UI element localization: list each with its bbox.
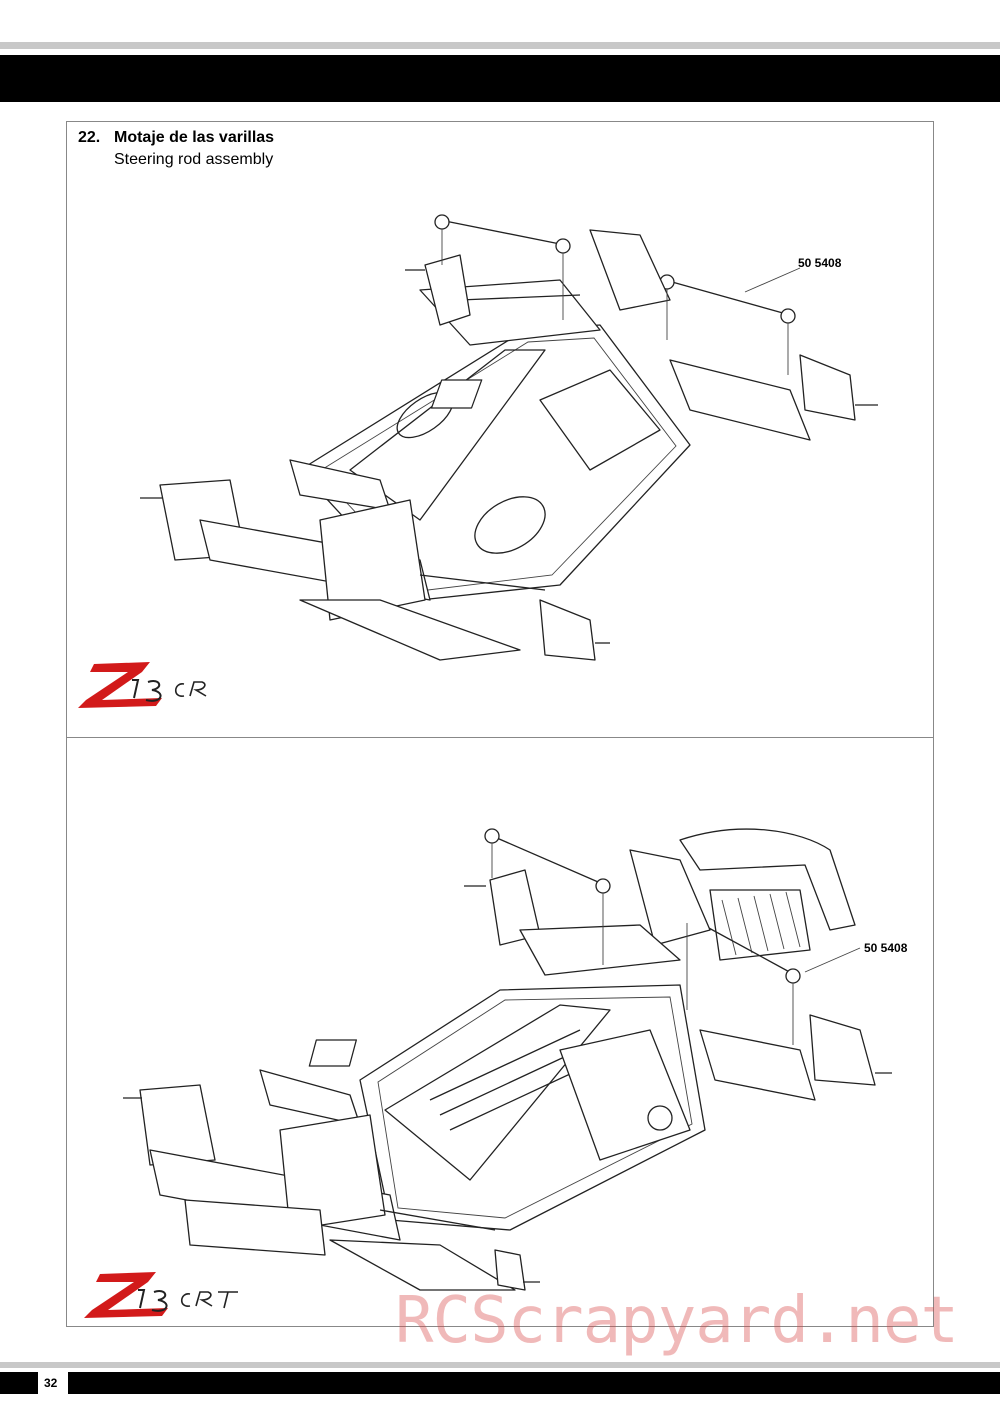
footer-rule (0, 1362, 1000, 1368)
chassis-drawing-z18cr (140, 214, 878, 661)
step-title: 22. Motaje de las varillas (78, 129, 274, 147)
step-number: 22. (78, 129, 101, 146)
part-number-label: 50 5408 (798, 256, 842, 270)
part-number-label: 50 5408 (864, 941, 908, 955)
header-band (0, 55, 1000, 102)
footer-band (0, 1372, 1000, 1394)
step-title-text: Motaje de las varillas (114, 129, 275, 146)
page-number: 32 (44, 1376, 58, 1390)
page-number-box (38, 1372, 68, 1394)
header-rule (0, 42, 1000, 49)
step-subtitle: Steering rod assembly (114, 151, 274, 168)
z18crt-logo-icon (84, 1272, 238, 1318)
watermark: RCScrapyard.net (395, 1284, 959, 1358)
z18cr-logo-icon (78, 662, 207, 708)
